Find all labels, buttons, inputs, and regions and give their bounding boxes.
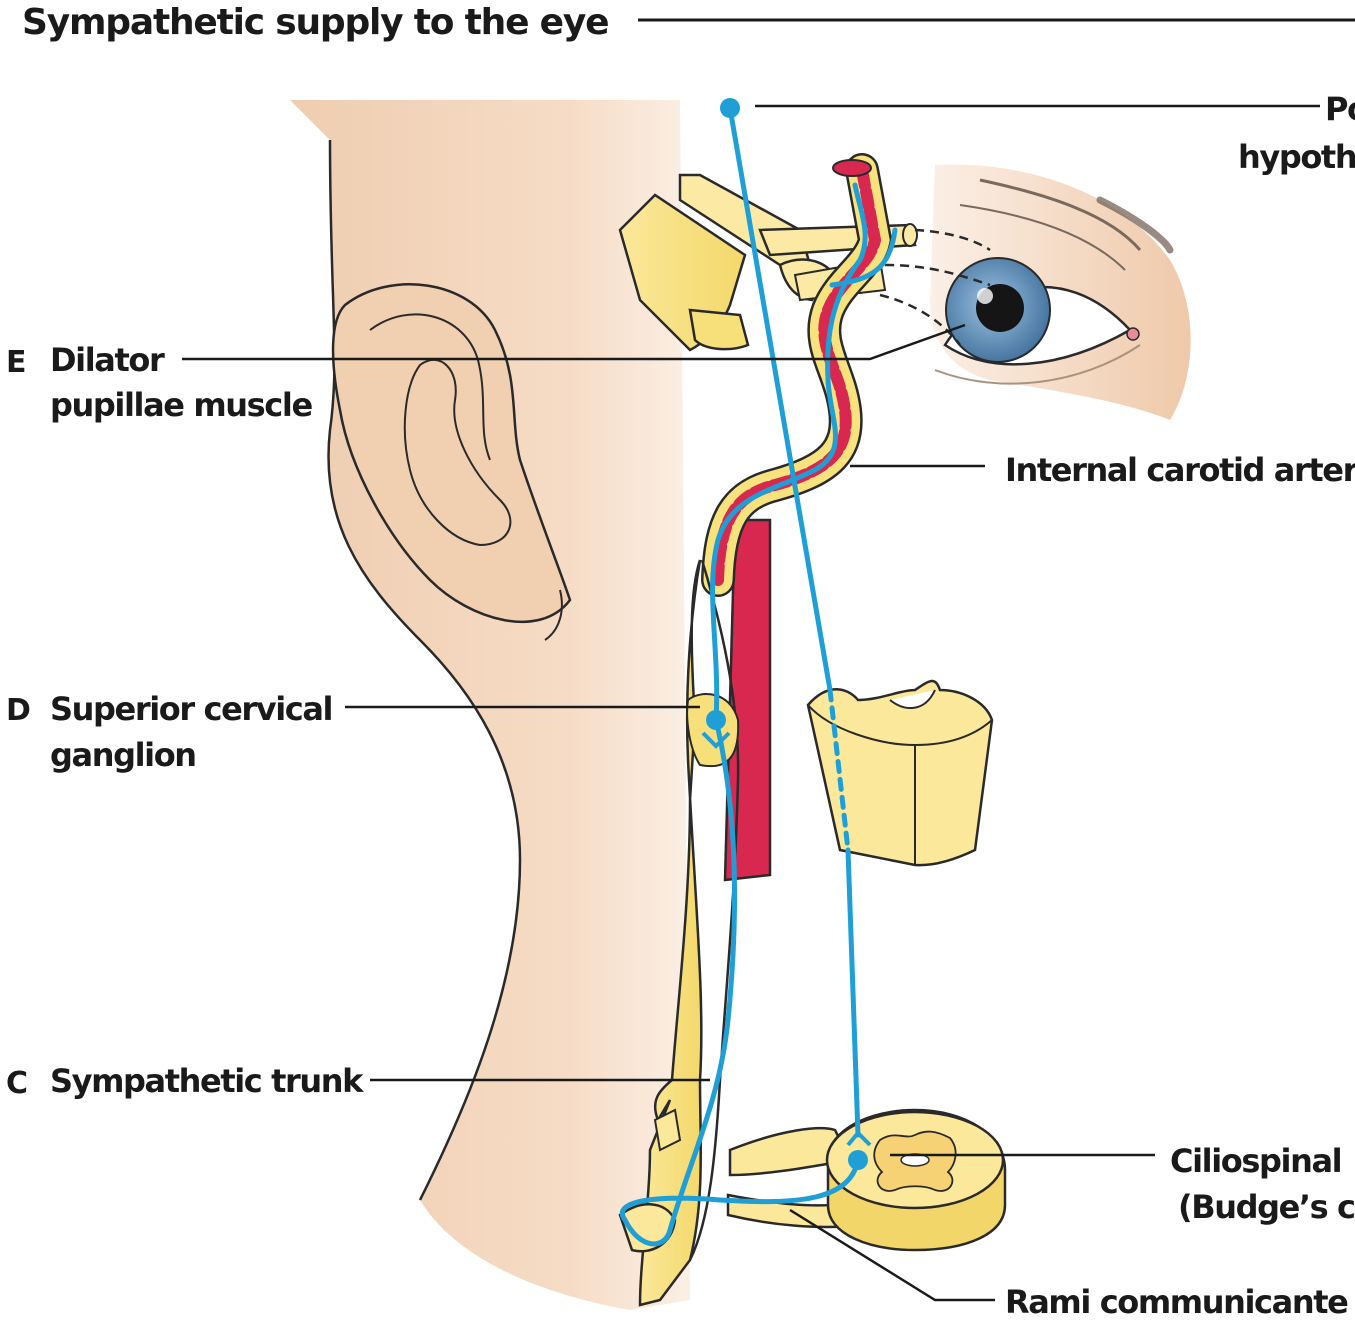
label-superior-cervical-1: Superior cervical — [50, 690, 332, 728]
hypothalamus-neuron-dot — [720, 98, 740, 118]
label-dilator-2: pupillae muscle — [50, 386, 312, 424]
label-ciliospinal-1: Ciliospinal — [1170, 1142, 1341, 1180]
label-posterior-hypothalamus-1: Po — [1325, 90, 1355, 128]
label-letter-e: E — [6, 345, 27, 380]
label-sympathetic-trunk: Sympathetic trunk — [50, 1062, 364, 1100]
spinal-cord-segment — [728, 1110, 1005, 1250]
label-dilator-1: Dilator — [50, 341, 165, 379]
diagram-title: Sympathetic supply to the eye — [22, 2, 608, 43]
label-superior-cervical-2: ganglion — [50, 736, 196, 774]
head-neck-silhouette — [290, 100, 690, 1310]
label-letter-c: C — [6, 1066, 28, 1101]
label-posterior-hypothalamus-2: hypoth — [1238, 138, 1355, 176]
cervical-vertebra — [808, 681, 992, 865]
label-internal-carotid: Internal carotid arter — [1005, 451, 1355, 489]
face-eye-region — [930, 164, 1191, 420]
label-rami: Rami communicante — [1005, 1283, 1348, 1320]
label-ciliospinal-2: (Budge’s c — [1178, 1188, 1355, 1226]
ganglion-neuron-dot — [706, 710, 726, 730]
label-letter-d: D — [6, 693, 31, 728]
central-neuron-path-lower — [848, 850, 858, 1135]
ciliospinal-neuron-dot — [848, 1150, 868, 1170]
